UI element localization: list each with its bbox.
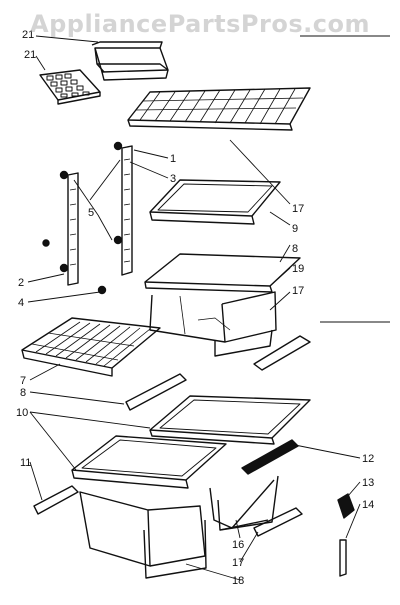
callout-16: 16 [232, 539, 244, 551]
callout-12: 12 [362, 453, 374, 465]
callout-10-upper: 9 [292, 223, 298, 235]
callout-19: 19 [292, 263, 304, 275]
callout-7: 7 [20, 375, 26, 387]
callout-11: 11 [20, 457, 31, 469]
crisper-drawer-upper [149, 291, 277, 357]
callout-numbers: 21 21 1 3 5 17 9 8 19 17 2 4 7 8 10 11 1… [16, 29, 374, 587]
callout-3: 3 [170, 173, 176, 185]
wire-shelf-lower [21, 317, 161, 377]
callout-13: 13 [362, 477, 374, 489]
trim-strip-17-upper [253, 335, 311, 371]
top-storage-bin [91, 41, 169, 81]
callout-2: 2 [18, 277, 24, 289]
glass-shelf-upper [149, 179, 281, 225]
callout-17-lower: 17 [232, 557, 244, 569]
ice-cube-tray [39, 69, 101, 105]
leader-lines [27, 35, 390, 581]
site-watermark: AppliancePartsPros.com [30, 10, 370, 38]
callout-8: 8 [20, 387, 26, 399]
callout-4: 4 [18, 297, 24, 309]
trim-strip-12 [241, 439, 299, 475]
callout-14: 14 [362, 499, 374, 511]
glass-shelf-lower-right [149, 395, 311, 445]
trim-strip-8 [125, 373, 187, 411]
crisper-drawer-cover [144, 253, 301, 293]
callout-1: 1 [170, 153, 176, 165]
callout-21-a: 21 [22, 29, 34, 41]
callout-21-b: 21 [24, 49, 36, 61]
crisper-drawer-lower-right [209, 475, 279, 531]
callout-10-lower: 10 [16, 407, 28, 419]
wire-shelf-top [127, 87, 311, 131]
glass-shelf-lower-left [71, 435, 227, 489]
shelf-ladder-right [121, 145, 133, 276]
crisper-drawer-lower-left [79, 491, 207, 579]
callout-9: 8 [292, 243, 298, 255]
callout-15: 17 [292, 203, 304, 215]
hinge-pin-part-14 [339, 539, 347, 577]
drawer-glide-part-13 [337, 493, 355, 519]
ladder-screws [42, 141, 123, 295]
callout-18: 18 [232, 575, 244, 587]
trim-strip-17-lower [253, 507, 303, 537]
callout-17-upper: 17 [292, 285, 304, 297]
shelf-ladder-left [67, 172, 79, 286]
trim-strip-11 [33, 485, 79, 515]
callout-5: 5 [88, 207, 94, 219]
